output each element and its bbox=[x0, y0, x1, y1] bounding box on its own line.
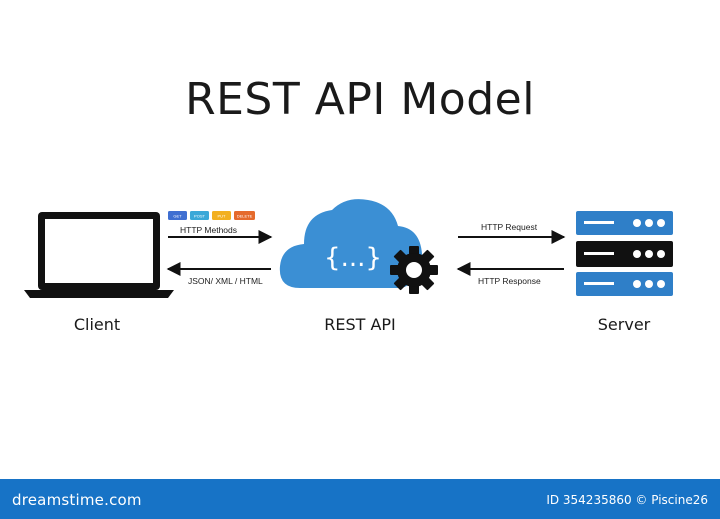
footer-brand: dreamstime.com bbox=[12, 491, 142, 509]
http-request-label: HTTP Request bbox=[481, 222, 538, 232]
server-label: Server bbox=[598, 315, 651, 334]
method-chip-get bbox=[168, 211, 187, 220]
client-label: Client bbox=[74, 315, 120, 334]
server-unit-bottom bbox=[576, 272, 673, 296]
gear-icon bbox=[390, 246, 438, 294]
method-chip-get-label: GET bbox=[173, 214, 182, 219]
api-braces-glyph: {...} bbox=[324, 243, 382, 273]
footer-bar: dreamstime.com ID 354235860 © Piscine26 bbox=[0, 479, 720, 519]
method-chip-delete-label: DELETE bbox=[237, 214, 253, 219]
http-response-label: HTTP Response bbox=[478, 276, 541, 286]
method-chip-delete bbox=[234, 211, 255, 220]
method-chip-post bbox=[190, 211, 209, 220]
footer-image-id: ID 354235860 © Piscine26 bbox=[546, 493, 708, 507]
method-chip-post-label: POST bbox=[194, 214, 205, 219]
method-chip-put-label: PUT bbox=[218, 214, 227, 219]
http-method-chips: GET POST PUT DELETE bbox=[168, 211, 255, 220]
server-icon bbox=[576, 211, 673, 296]
diagram-title: REST API Model bbox=[185, 74, 535, 125]
server-unit-middle bbox=[576, 241, 673, 267]
cloud-icon bbox=[279, 199, 423, 288]
formats-label: JSON/ XML / HTML bbox=[188, 276, 263, 286]
rest-api-diagram: Client GET POST PUT DELETE HTTP Methods … bbox=[24, 199, 673, 334]
http-methods-label: HTTP Methods bbox=[180, 225, 237, 235]
laptop-icon bbox=[24, 212, 174, 298]
rest-api-label: REST API bbox=[324, 315, 396, 334]
method-chip-put bbox=[212, 211, 231, 220]
server-unit-top bbox=[576, 211, 673, 235]
